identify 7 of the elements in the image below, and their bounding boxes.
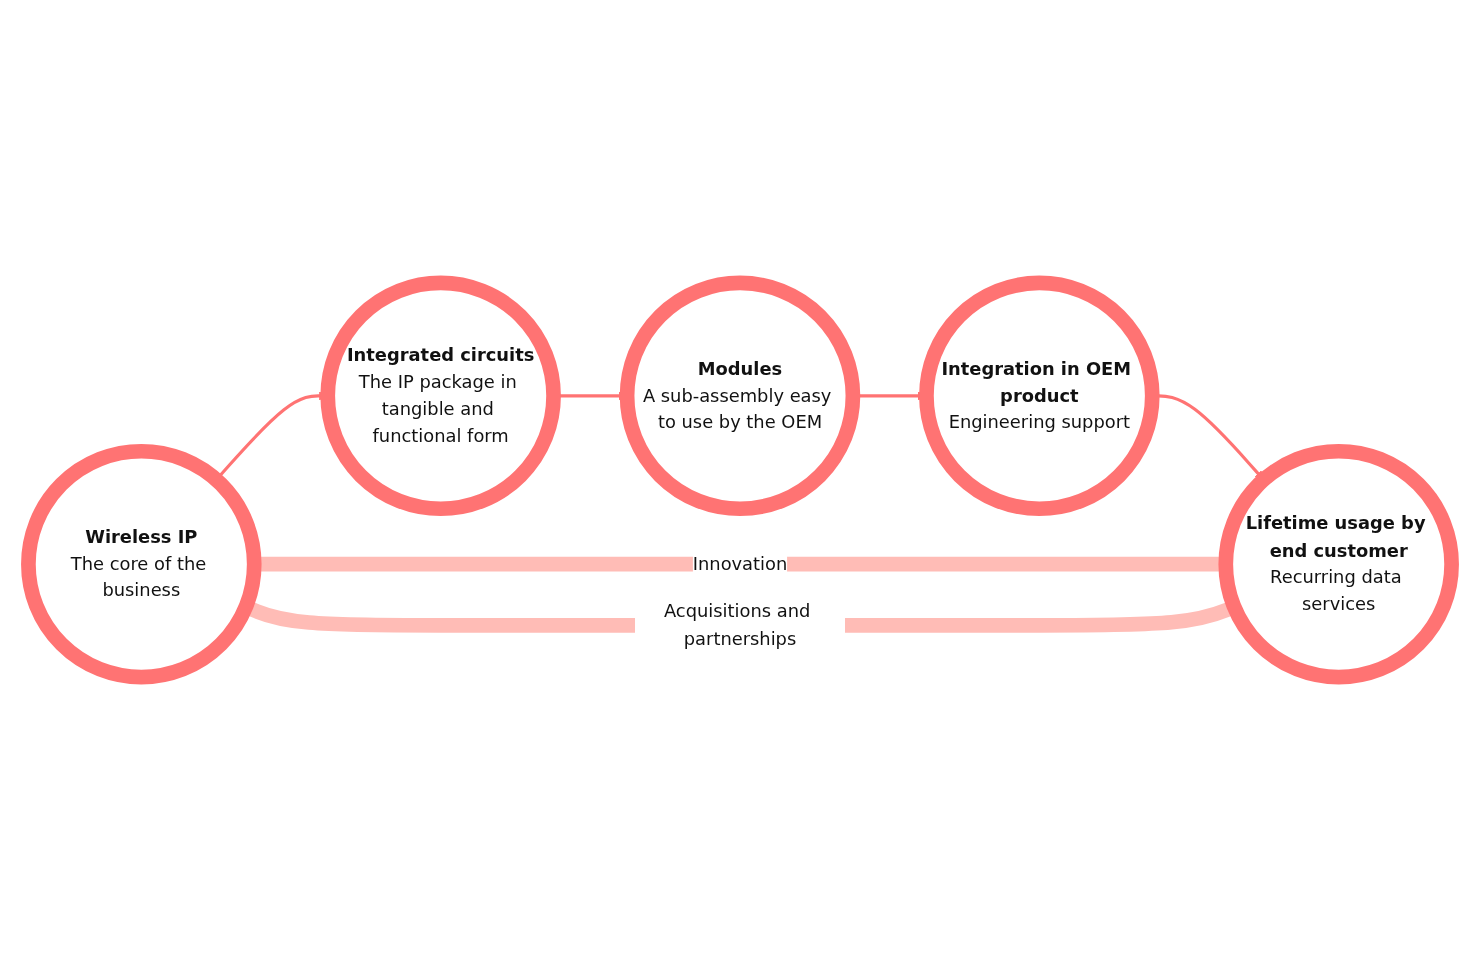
node-circle: Integrated circuits The IP package in tangible and functional form: [320, 275, 561, 517]
node-circle: Modules A sub-assembly easy to use by the OEM: [619, 275, 861, 517]
edge-label: Innovation: [692, 552, 788, 574]
node-circle: Wireless IP The core of the business: [21, 443, 262, 685]
edge-label: Acquisitions and partnerships: [663, 600, 811, 649]
node-circle: Lifetime usage by end customer Recurring data services: [1218, 443, 1459, 685]
node-circle: Integration in OEM product Engineering support: [919, 275, 1160, 517]
